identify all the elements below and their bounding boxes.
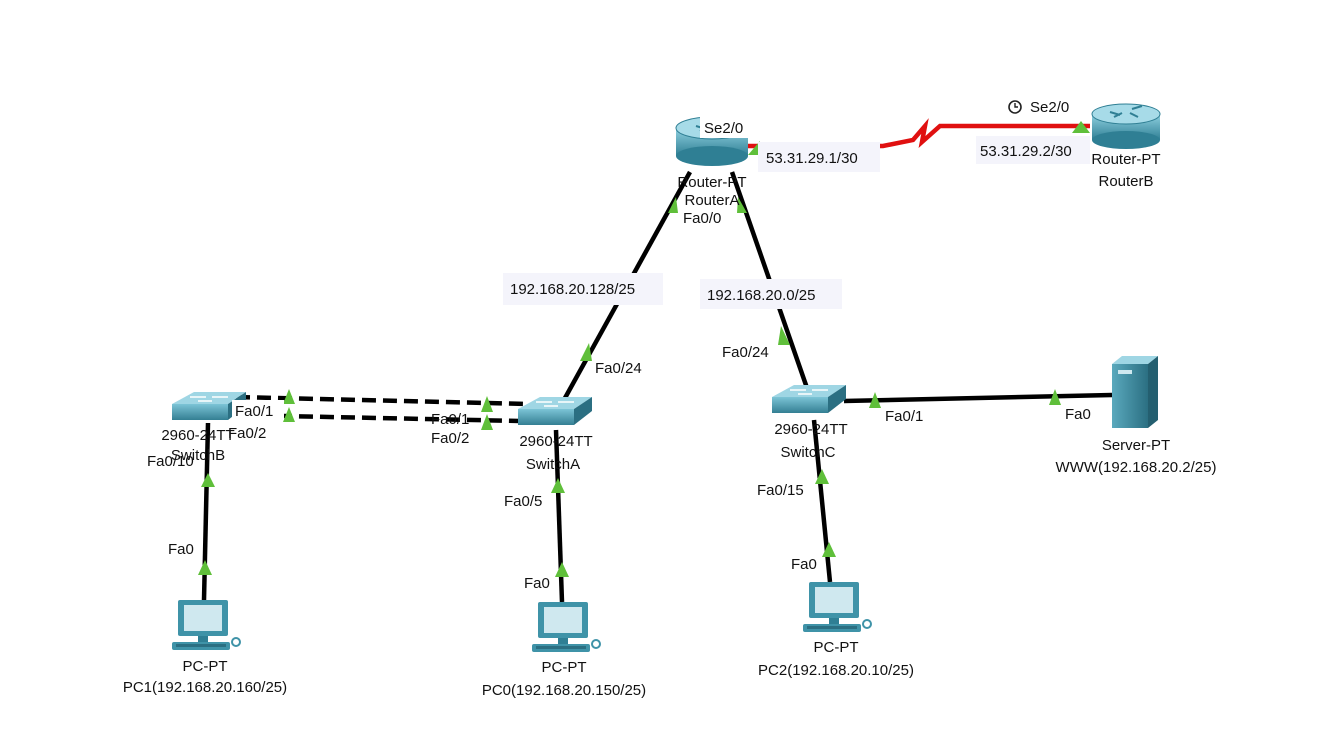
port-up-indicator	[748, 141, 760, 155]
port-label-pc0-fa0: Fa0	[524, 575, 550, 592]
port-label-sb-fa10: Fa0/10	[147, 453, 194, 470]
router-b-name: RouterB	[1098, 173, 1153, 190]
port-up-indicator	[668, 197, 678, 213]
port-up-indicator	[555, 562, 569, 577]
port-label-sa-fa2: Fa0/2	[431, 430, 469, 447]
port-label-sb-fa2: Fa0/2	[228, 425, 266, 442]
switch-icon	[517, 396, 593, 426]
port-label-pc2-fa0: Fa0	[791, 556, 817, 573]
network-label-box	[976, 136, 1090, 164]
server-www[interactable]: Server-PT WWW(192.168.20.2/25)	[1056, 356, 1217, 476]
port-label-sa-fa1: Fa0/1	[431, 411, 469, 428]
pc1-name: PC1(192.168.20.160/25)	[123, 679, 287, 696]
port-up-indicator	[551, 478, 565, 493]
port-up-indicator	[1072, 121, 1090, 133]
port-label-sb-fa1: Fa0/1	[235, 403, 273, 420]
network-label-lan-c: 192.168.20.0/25	[707, 287, 815, 304]
switch-c-name: SwitchC	[780, 444, 835, 461]
pc-icon	[531, 601, 601, 653]
server-model: Server-PT	[1102, 437, 1170, 454]
network-label-wan: 53.31.29.1/30	[766, 150, 858, 167]
network-label-box	[758, 142, 880, 172]
clock-icon	[1008, 100, 1022, 114]
port-up-indicator	[198, 560, 212, 575]
router-a-name: RouterA	[684, 192, 739, 209]
pc0-name: PC0(192.168.20.150/25)	[482, 682, 646, 699]
router-icon	[1091, 103, 1161, 149]
port-status-indicators	[198, 121, 1090, 577]
pc-icon	[171, 599, 241, 651]
link-switchb-switcha-fa01[interactable]	[235, 394, 529, 407]
network-label-box	[503, 273, 663, 305]
network-label-wan-b: 53.31.29.2/30	[980, 143, 1072, 160]
server-icon	[1112, 356, 1158, 428]
network-label-lan-a: 192.168.20.128/25	[510, 281, 635, 298]
switch-icon	[771, 384, 847, 414]
port-up-indicator	[283, 389, 295, 404]
links	[201, 118, 1113, 603]
port-up-indicator	[822, 542, 836, 557]
router-b[interactable]: Router-PT RouterB	[1091, 103, 1161, 190]
port-label-ra-se: Se2/0	[704, 120, 743, 137]
pc0[interactable]: PC-PT PC0(192.168.20.150/25)	[482, 601, 646, 699]
switch-b-name: SwitchB	[171, 447, 225, 464]
port-up-indicator	[869, 392, 881, 408]
port-label-srv-fa0: Fa0	[1065, 406, 1091, 423]
router-a-model: Router-PT	[677, 174, 746, 191]
port-label-bg	[700, 116, 752, 138]
network-label-box	[700, 279, 842, 309]
port-label-ra-fa: Fa0/0	[683, 210, 721, 227]
port-up-indicator	[778, 326, 790, 345]
pc2[interactable]: PC-PT PC2(192.168.20.10/25)	[758, 581, 914, 679]
switch-c-model: 2960-24TT	[774, 421, 847, 438]
port-label-sa-fa5: Fa0/5	[504, 493, 542, 510]
port-label-sc-fa1: Fa0/1	[885, 408, 923, 425]
port-up-indicator	[481, 396, 493, 412]
pc1-model: PC-PT	[183, 658, 228, 675]
switch-c[interactable]: 2960-24TT SwitchC	[771, 384, 848, 461]
pc1[interactable]: PC-PT PC1(192.168.20.160/25)	[123, 599, 287, 696]
port-up-indicator	[1049, 389, 1061, 405]
switch-b-model: 2960-24TT	[161, 427, 234, 444]
pc2-name: PC2(192.168.20.10/25)	[758, 662, 914, 679]
port-up-indicator	[481, 414, 493, 430]
port-label-pc1-fa0: Fa0	[168, 541, 194, 558]
switch-a[interactable]: 2960-24TT SwitchA	[517, 396, 593, 473]
switch-b[interactable]: 2960-24TT SwitchB	[161, 391, 247, 464]
link-switchc-server[interactable]	[843, 392, 1113, 404]
server-name: WWW(192.168.20.2/25)	[1056, 459, 1217, 476]
pc-icon	[802, 581, 872, 633]
port-label-sc-up: Fa0/24	[722, 344, 769, 361]
port-up-indicator	[737, 197, 747, 213]
switch-a-model: 2960-24TT	[519, 433, 592, 450]
serial-link-routera-routerb[interactable]	[748, 118, 1090, 149]
port-label-bg	[232, 400, 284, 420]
port-up-indicator	[580, 343, 592, 361]
router-b-model: Router-PT	[1091, 151, 1160, 168]
pc0-model: PC-PT	[542, 659, 587, 676]
port-up-indicator	[815, 469, 829, 484]
pc2-model: PC-PT	[814, 639, 859, 656]
port-up-indicator	[283, 407, 295, 422]
port-label-sc-fa15: Fa0/15	[757, 482, 804, 499]
port-up-indicator	[201, 473, 215, 487]
port-label-sa-up: Fa0/24	[595, 360, 642, 377]
switch-a-name: SwitchA	[526, 456, 580, 473]
port-label-rb-se: Se2/0	[1030, 99, 1069, 116]
